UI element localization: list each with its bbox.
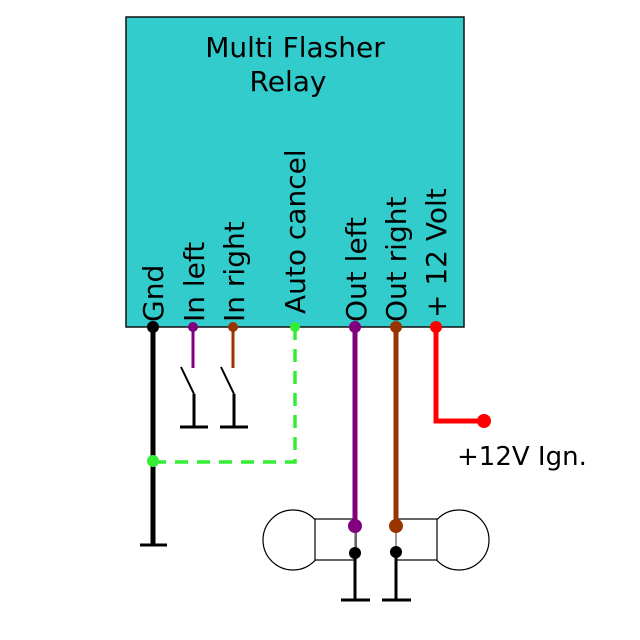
gnd-pin-dot	[147, 321, 159, 333]
in-left-pin-dot	[188, 322, 198, 332]
plus-12v-pin-dot	[430, 321, 442, 333]
relay-title-line1: Multi Flasher	[205, 31, 385, 64]
in-right-switch-blade	[220, 366, 235, 395]
auto-cancel-wire	[153, 327, 297, 464]
auto-cancel-junction-dot	[147, 455, 159, 467]
relay-title-line2: Relay	[250, 65, 327, 98]
pin-label-auto-cancel: Auto cancel	[279, 149, 312, 314]
pin-label-out-right: Out right	[380, 197, 413, 322]
pin-label-out-left: Out left	[340, 217, 373, 322]
out-right-pin-dot	[390, 321, 402, 333]
in-right-pin-dot	[228, 322, 238, 332]
pin-label-plus-12v: + 12 Volt	[420, 188, 453, 318]
out-right-bulb-terminal	[389, 519, 403, 533]
pin-label-in-left: In left	[178, 242, 211, 322]
out-left-pin-dot	[349, 321, 361, 333]
auto-cancel-pin-dot	[290, 322, 300, 332]
out-left-bulb-terminal	[348, 519, 362, 533]
plus-12v-wire	[433, 327, 484, 424]
in-left-switch-blade	[180, 366, 195, 395]
right-bulb-globe	[428, 509, 490, 571]
left-bulb-globe	[262, 509, 324, 571]
relay-box	[125, 16, 465, 328]
pin-label-in-right: In right	[218, 221, 251, 322]
ignition-label: +12V Ign.	[457, 442, 587, 472]
pin-label-gnd: Gnd	[137, 265, 170, 322]
ignition-terminal-dot	[477, 414, 491, 428]
